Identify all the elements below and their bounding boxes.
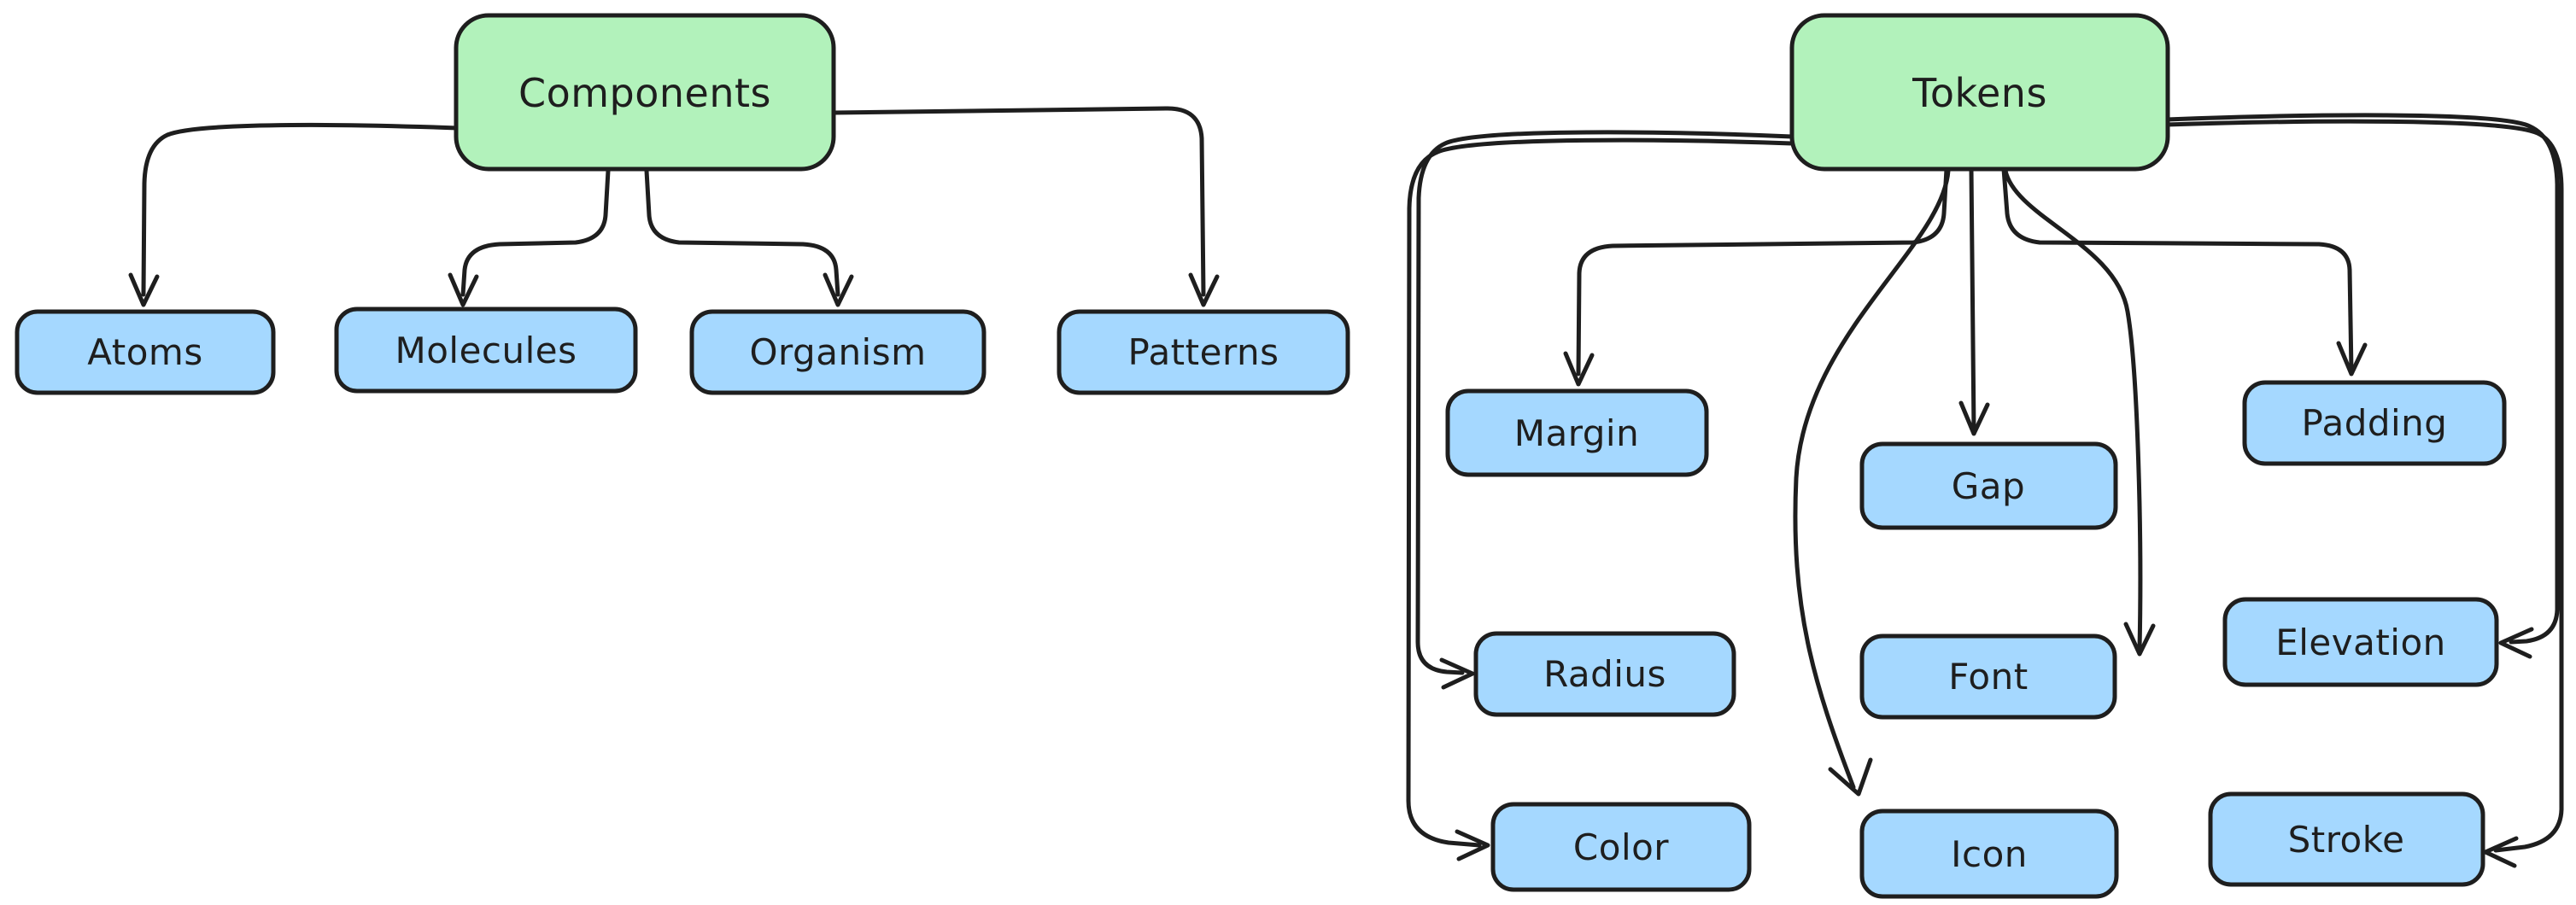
node-radius[interactable]: Radius bbox=[1473, 631, 1736, 717]
arrowhead-down-icon bbox=[2336, 341, 2368, 377]
arrow-tokens-radius bbox=[1415, 130, 1794, 690]
node-elevation[interactable]: Elevation bbox=[2222, 597, 2499, 687]
arrowhead-left-icon bbox=[2483, 836, 2519, 868]
node-icon[interactable]: Icon bbox=[1859, 809, 2119, 899]
arrow-components-atoms bbox=[128, 122, 460, 307]
arrow-tokens-gap bbox=[1958, 166, 1990, 436]
arrowhead-down-icon bbox=[1828, 757, 1873, 797]
node-components[interactable]: Components bbox=[454, 13, 836, 172]
arrowhead-down-icon bbox=[128, 272, 160, 307]
arrowhead-left-icon bbox=[2498, 627, 2534, 659]
node-organism-label: Organism bbox=[749, 331, 926, 373]
arrow-tokens-elevation bbox=[2165, 113, 2560, 659]
node-padding[interactable]: Padding bbox=[2242, 380, 2507, 466]
node-patterns-label: Patterns bbox=[1128, 331, 1279, 373]
arrowhead-right-icon bbox=[1439, 657, 1475, 690]
node-color-label: Color bbox=[1573, 826, 1669, 868]
node-gap-label: Gap bbox=[1952, 465, 2025, 507]
node-color[interactable]: Color bbox=[1490, 802, 1752, 892]
arrow-tokens-stroke bbox=[2165, 119, 2564, 868]
node-atoms-label: Atoms bbox=[87, 331, 202, 373]
arrowhead-right-icon bbox=[1455, 829, 1490, 861]
arrow-tokens-color bbox=[1406, 137, 1794, 861]
arrow-components-molecules bbox=[448, 168, 611, 307]
arrowhead-down-icon bbox=[823, 272, 854, 307]
node-icon-label: Icon bbox=[1951, 833, 2028, 875]
node-stroke-label: Stroke bbox=[2288, 819, 2405, 861]
arrow-components-patterns bbox=[831, 106, 1220, 307]
arrowhead-down-icon bbox=[1188, 272, 1220, 307]
node-tokens[interactable]: Tokens bbox=[1789, 13, 2170, 172]
arrowhead-down-icon bbox=[1563, 351, 1595, 387]
node-components-label: Components bbox=[518, 70, 771, 116]
arrow-tokens-font bbox=[2003, 168, 2156, 657]
node-radius-label: Radius bbox=[1543, 653, 1666, 695]
node-organism[interactable]: Organism bbox=[689, 309, 986, 395]
arrowhead-down-icon bbox=[448, 272, 479, 307]
arrow-tokens-padding bbox=[2001, 166, 2368, 377]
node-tokens-label: Tokens bbox=[1912, 70, 2047, 116]
node-stroke[interactable]: Stroke bbox=[2208, 791, 2485, 887]
arrow-tokens-icon bbox=[1793, 168, 1951, 797]
node-padding-label: Padding bbox=[2302, 402, 2448, 444]
node-atoms[interactable]: Atoms bbox=[15, 309, 276, 395]
node-font-label: Font bbox=[1948, 656, 2028, 698]
node-margin-label: Margin bbox=[1514, 412, 1639, 454]
node-molecules-label: Molecules bbox=[395, 330, 577, 371]
node-font[interactable]: Font bbox=[1859, 634, 2117, 720]
node-margin[interactable]: Margin bbox=[1445, 388, 1709, 477]
node-molecules[interactable]: Molecules bbox=[334, 307, 638, 394]
node-elevation-label: Elevation bbox=[2275, 622, 2446, 663]
arrow-components-organism bbox=[644, 168, 854, 307]
node-patterns[interactable]: Patterns bbox=[1057, 309, 1350, 395]
arrowhead-down-icon bbox=[1958, 400, 1990, 436]
arrow-tokens-margin bbox=[1563, 166, 1949, 387]
arrowhead-down-icon bbox=[2123, 622, 2156, 657]
node-gap[interactable]: Gap bbox=[1859, 441, 2118, 530]
